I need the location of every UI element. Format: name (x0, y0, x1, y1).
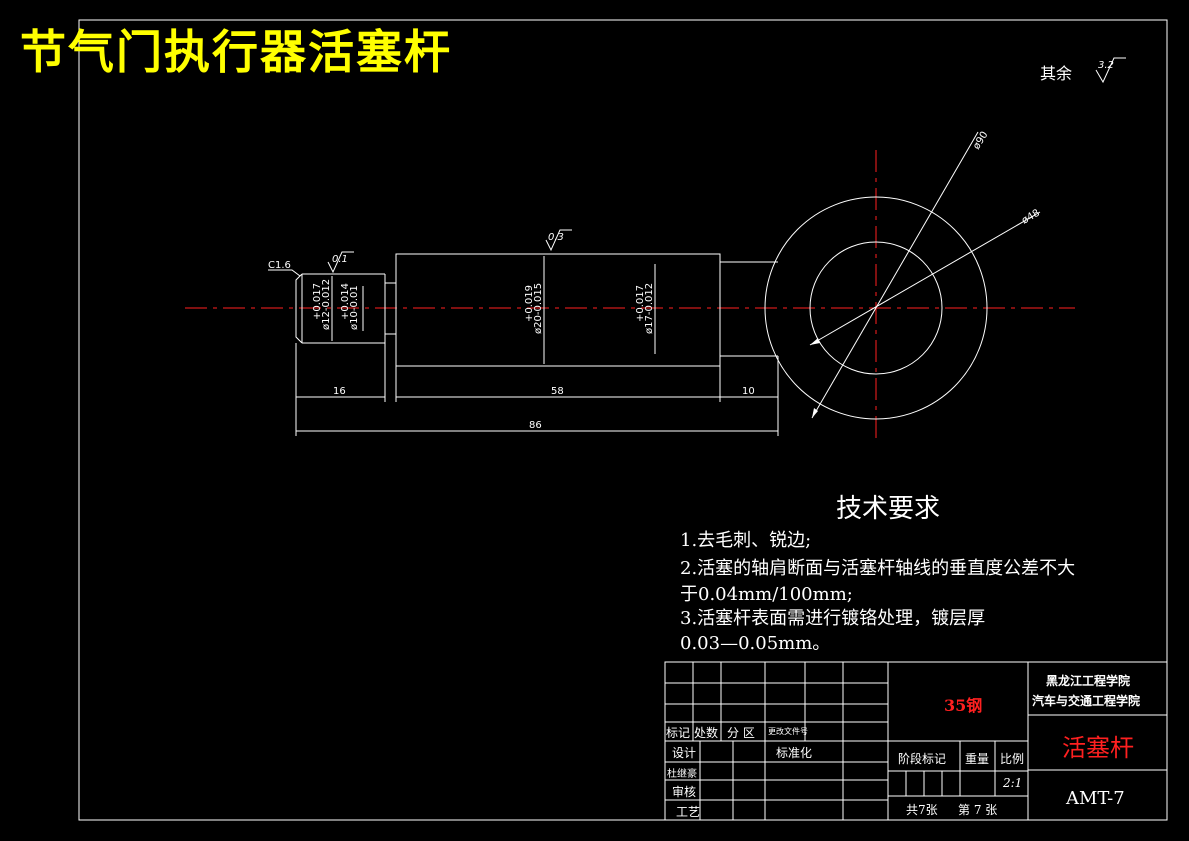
inner-circle (809, 241, 943, 375)
dia-leader-48 (809, 211, 1041, 346)
process-label: 工艺 (676, 805, 701, 819)
d48-label: ø48 (1020, 208, 1042, 227)
roughness-mid-label: 0.3 (548, 232, 564, 243)
outer-circle (764, 196, 988, 420)
requirements-title: 技术要求 (836, 494, 941, 524)
material: 35钢 (944, 696, 983, 715)
requirement-line: 2.活塞的轴肩断面与活塞杆轴线的垂直度公差不大 (680, 558, 1076, 579)
d17-label: ø17-0.012 (644, 283, 655, 334)
weight-label: 重量 (965, 752, 990, 766)
roughness-default-value: 3.2 (1098, 60, 1114, 71)
chamfer-leader (268, 269, 301, 277)
d12-tol: +0.017 (312, 283, 323, 320)
row-count: 处数 (694, 726, 719, 740)
drawing-title: 节气门执行器活塞杆 (20, 25, 452, 79)
school-name-2: 汽车与交通工程学院 (1032, 694, 1141, 708)
scale-label: 比例 (1000, 752, 1025, 766)
part-name: 活塞杆 (1062, 734, 1134, 762)
shaft-outline (295, 253, 778, 367)
diameter-dims (331, 256, 656, 364)
drafter-label: 杜继豪 (667, 769, 697, 780)
requirement-line: 3.活塞杆表面需进行镀铬处理，镀层厚 (680, 608, 986, 629)
len-86: 86 (529, 420, 542, 431)
sheet-number: 第 7 张 (958, 803, 998, 817)
title-block-grid (664, 661, 1168, 821)
drawing-number: AMT-7 (1066, 788, 1125, 809)
d20-tol: +0.019 (524, 285, 535, 322)
arrow-48 (810, 338, 820, 345)
scale-value: 2:1 (1003, 776, 1023, 790)
requirement-line: 于0.04mm/100mm; (680, 584, 853, 605)
len-16: 16 (333, 386, 346, 397)
length-dims (295, 343, 779, 436)
row-change: 更改文件号 (768, 727, 808, 736)
len-58: 58 (551, 386, 564, 397)
roughness-default-label: 其余 (1040, 64, 1073, 83)
sheet-total: 共7张 (906, 803, 938, 817)
design-label: 设计 (672, 746, 697, 760)
standardize-label: 标准化 (776, 746, 813, 760)
review-label: 审核 (672, 785, 697, 799)
row-zone: 分 区 (727, 726, 755, 740)
drawing-border (78, 19, 1168, 821)
d12-label: ø12-0.012 (321, 279, 332, 330)
d20-label: ø20-0.015 (533, 283, 544, 334)
d90-label: ø90 (971, 130, 990, 152)
d17-tol: +0.017 (635, 285, 646, 322)
roughness-left-label: 0.1 (332, 254, 348, 265)
requirement-line: 1.去毛刺、锐边; (680, 530, 812, 551)
arrow-90 (812, 408, 818, 418)
len-10: 10 (742, 386, 755, 397)
requirement-line: 0.03—0.05mm。 (680, 633, 831, 654)
roughness-symbols (327, 57, 1126, 274)
chamfer-label: C1.6 (268, 260, 291, 271)
row-mark: 标记 (666, 726, 691, 740)
school-name-1: 黑龙江工程学院 (1046, 674, 1131, 688)
stage-mark-label: 阶段标记 (898, 752, 947, 766)
d10-label: ø10-0.01 (349, 285, 360, 330)
d10-tol: +0.014 (340, 283, 351, 320)
dia-leader-90 (811, 131, 979, 419)
